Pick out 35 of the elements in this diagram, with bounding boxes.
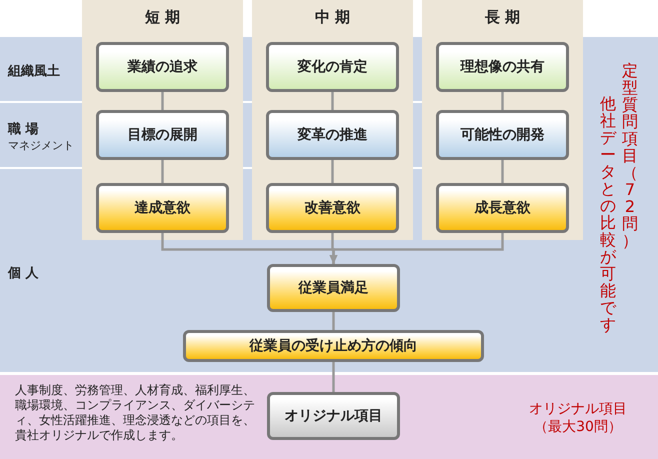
item-box: 成長意欲 [436, 183, 569, 233]
connector-line [331, 160, 334, 183]
item-box: オリジナル項目 [267, 392, 400, 440]
item-box: 目標の展開 [96, 110, 229, 160]
row-label: 組織風土 [8, 63, 60, 80]
column-heading: 長 期 [484, 8, 522, 27]
row-label: 職 場 [8, 120, 39, 138]
item-box: 業績の追求 [96, 42, 229, 92]
connector-line [331, 92, 334, 110]
description-text: 人事制度、労務管理、人材育成、福利厚生、職場環境、コンプライアンス、ダイバーシティ、女性活躍推進、理念浸透などの項目を、貴社オリジナルで作成します。 [15, 383, 256, 443]
arrow [330, 233, 504, 264]
item-box: 可能性の開発 [436, 110, 569, 160]
connector-line [161, 160, 164, 183]
side-note: オリジナル項目（最大30問） [528, 400, 628, 436]
column-panel [422, 0, 583, 240]
item-box: 変化の肯定 [266, 42, 399, 92]
item-box: 達成意欲 [96, 183, 229, 233]
row-label: 個 人 [8, 265, 39, 282]
item-box: 従業員満足 [267, 264, 400, 312]
item-box: 理想像の共有 [436, 42, 569, 92]
item-box: 改善意欲 [266, 183, 399, 233]
column-panel [82, 0, 243, 240]
side-note: 定型質問項目（72問） [621, 62, 639, 249]
column-panel [252, 0, 413, 240]
item-box: 変革の推進 [266, 110, 399, 160]
connector-line [332, 312, 335, 330]
connector-line [161, 92, 164, 110]
column-heading: 中 期 [314, 8, 352, 27]
connector-line [501, 160, 504, 183]
column-heading: 短 期 [144, 8, 182, 27]
row-label: マネジメント [8, 138, 74, 153]
side-note: 他社データとの比較が可能です [599, 95, 618, 333]
connector-line [501, 92, 504, 110]
connector-line [332, 362, 335, 392]
item-box: 従業員の受け止め方の傾向 [183, 330, 484, 362]
